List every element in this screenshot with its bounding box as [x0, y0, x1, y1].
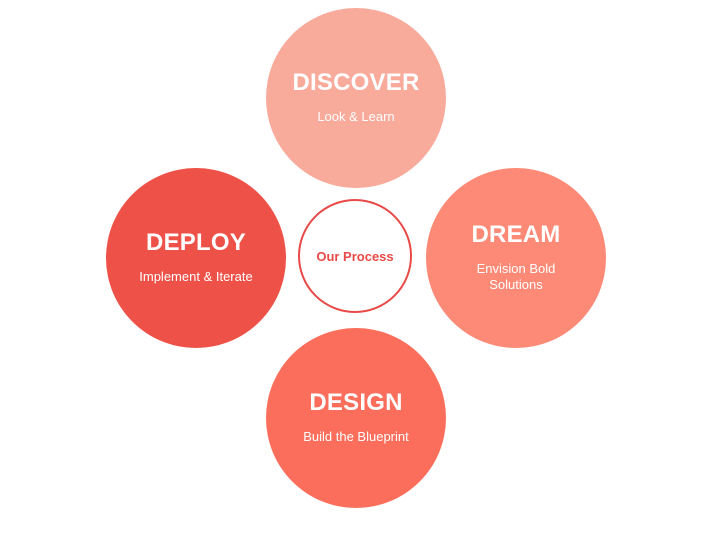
- center-circle: Our Process: [298, 199, 412, 313]
- discover-circle: DISCOVER Look & Learn: [266, 8, 446, 188]
- dream-circle: DREAM Envision Bold Solutions: [426, 168, 606, 348]
- design-circle: DESIGN Build the Blueprint: [266, 328, 446, 508]
- design-subtitle: Build the Blueprint: [303, 429, 409, 444]
- center-label: Our Process: [316, 248, 394, 264]
- dream-title: DREAM: [471, 221, 561, 248]
- deploy-circle: DEPLOY Implement & Iterate: [106, 168, 286, 348]
- discover-subtitle: Look & Learn: [317, 109, 395, 124]
- deploy-subtitle: Implement & Iterate: [139, 269, 253, 284]
- design-title: DESIGN: [309, 389, 403, 416]
- dream-subtitle: Envision Bold Solutions: [476, 261, 556, 292]
- discover-title: DISCOVER: [292, 69, 420, 96]
- deploy-title: DEPLOY: [146, 229, 246, 256]
